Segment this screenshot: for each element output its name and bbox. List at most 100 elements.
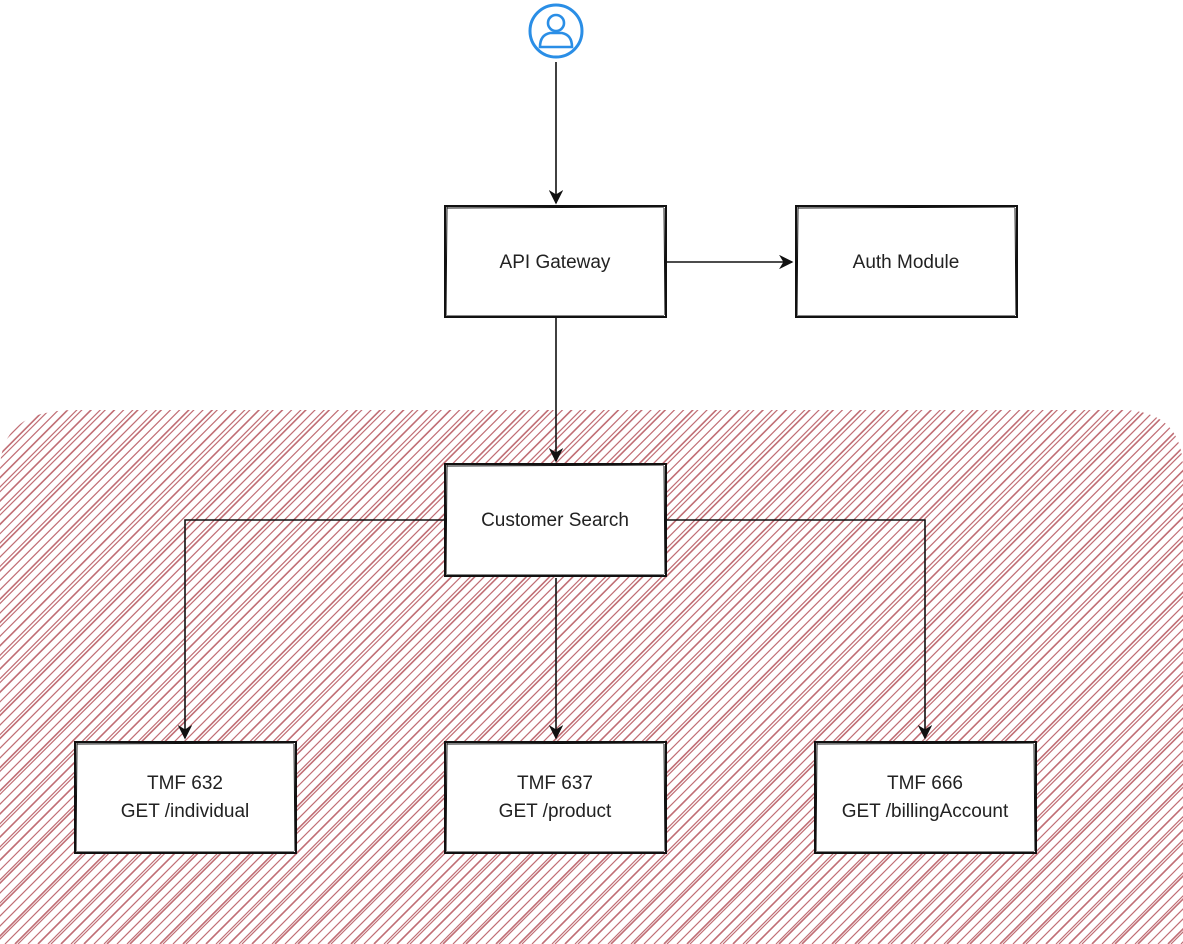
hatch-line: [284, 410, 825, 944]
hatch-line: [831, 410, 1183, 944]
hatch-line: [0, 410, 130, 944]
hatch-line: [709, 410, 1183, 944]
hatch-line: [0, 410, 503, 944]
hatch-line: [541, 410, 1082, 944]
hatch-line: [732, 410, 1183, 944]
hatch-line: [775, 410, 1183, 944]
hatch-line: [406, 410, 946, 944]
hatch-line: [577, 410, 1119, 944]
hatch-line: [946, 410, 1183, 944]
hatch-line: [271, 410, 811, 944]
hatch-line: [877, 410, 1183, 944]
node-auth-module[interactable]: Auth Module: [795, 205, 1018, 318]
hatch-line: [0, 410, 139, 944]
hatch-line: [0, 410, 167, 944]
hatch-line: [801, 410, 1183, 944]
hatch-line: [0, 410, 265, 944]
hatch-line: [686, 410, 1183, 944]
hatch-line: [353, 410, 895, 944]
hatch-line: [0, 410, 288, 944]
hatch-line: [1081, 410, 1183, 944]
hatch-line: [1091, 410, 1183, 944]
hatch-line: [531, 410, 1072, 944]
hatch-line: [1022, 410, 1183, 944]
hatch-line: [0, 410, 97, 944]
hatch-line: [0, 410, 344, 944]
hatch-line: [462, 410, 1002, 944]
node-api-gateway[interactable]: API Gateway: [444, 205, 667, 318]
hatch-line: [0, 410, 111, 944]
hatch-line: [0, 410, 209, 944]
hatch-line: [551, 410, 1091, 944]
hatch-line: [607, 410, 1147, 944]
hatch-line: [0, 410, 531, 944]
hatch-line: [597, 410, 1138, 944]
hatch-line: [745, 410, 1183, 944]
hatch-line: [933, 410, 1183, 944]
edge-customer-search-to-tmf632: [177, 519, 444, 740]
hatch-line: [0, 410, 498, 944]
hatch-line: [251, 410, 792, 944]
hatch-line: [261, 410, 802, 944]
hatch-line: [1055, 410, 1183, 944]
hatch-line: [442, 410, 984, 944]
hatch-line: [633, 410, 1175, 944]
node-customer-search-label: Customer Search: [481, 510, 629, 531]
hatch-line: [0, 410, 242, 944]
hatch-line: [0, 410, 489, 944]
hatch-line: [307, 410, 848, 944]
hatch-line: [0, 410, 522, 944]
hatch-line: [297, 410, 839, 944]
hatch-line: [0, 410, 424, 944]
hatch-line: [854, 410, 1183, 944]
hatch-line: [495, 410, 1035, 944]
hatch-line: [923, 410, 1183, 944]
hatch-line: [956, 410, 1183, 944]
hatch-line: [0, 410, 218, 944]
hatch-line: [363, 410, 904, 944]
hatch-line: [943, 410, 1183, 944]
node-tmf637-name: TMF 637: [517, 773, 593, 794]
hatch-line: [350, 410, 890, 944]
hatch-line: [0, 410, 153, 944]
hatch-line: [1045, 410, 1183, 944]
hatch-line: [439, 410, 979, 944]
hatch-line: [676, 410, 1183, 944]
hatch-line: [0, 410, 232, 944]
hatch-line: [294, 410, 834, 944]
node-tmf666[interactable]: TMF 666 GET /billingAccount: [814, 741, 1037, 854]
hatch-line: [0, 410, 354, 944]
hatch-line: [821, 410, 1183, 944]
hatch-line: [722, 410, 1183, 944]
hatch-line: [396, 410, 937, 944]
hatch-line: [666, 410, 1183, 944]
hatch-line: [452, 410, 993, 944]
hatch-line: [238, 410, 778, 944]
node-tmf637[interactable]: TMF 637 GET /product: [444, 741, 667, 854]
hatch-line: [857, 410, 1183, 944]
hatch-line: [699, 410, 1183, 944]
hatch-line: [630, 410, 1170, 944]
hatch-line: [0, 410, 335, 944]
hatch-line: [969, 410, 1183, 944]
hatch-line: [1012, 410, 1183, 944]
hatch-line: [620, 410, 1161, 944]
hatch-line: [913, 410, 1183, 944]
hatch-line: [0, 410, 223, 944]
hatch-line: [521, 410, 1063, 944]
hatch-line: [0, 410, 433, 944]
hatch-line: [834, 410, 1183, 944]
hatch-line: [900, 410, 1183, 944]
hatch-line: [0, 410, 144, 944]
hatch-line: [330, 410, 872, 944]
hatch-line: [867, 410, 1183, 944]
hatch-line: [228, 410, 769, 944]
hatch-line: [317, 410, 858, 944]
node-tmf632[interactable]: TMF 632 GET /individual: [74, 741, 297, 854]
hatch-line: [0, 410, 419, 944]
hatch-line: [0, 410, 442, 944]
node-customer-search[interactable]: Customer Search: [444, 463, 667, 577]
hatch-line: [653, 410, 1183, 944]
node-tmf632-name: TMF 632: [147, 773, 223, 794]
